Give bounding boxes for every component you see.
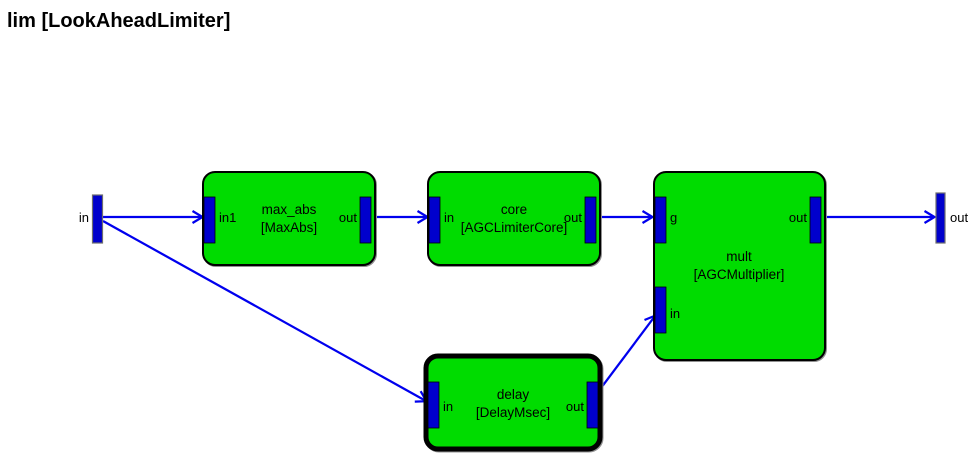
block-max-abs[interactable]: in1 out max_abs [MaxAbs] bbox=[202, 171, 376, 266]
wire-input-to-delay[interactable] bbox=[102, 220, 429, 403]
delay-name: delay bbox=[497, 387, 530, 402]
input-terminal-label: in bbox=[79, 210, 89, 225]
max-abs-type: [MaxAbs] bbox=[261, 220, 317, 235]
input-terminal[interactable]: in bbox=[79, 194, 104, 244]
mult-port-g-label: g bbox=[670, 210, 677, 225]
delay-port-in[interactable] bbox=[427, 381, 440, 429]
input-terminal-bar[interactable] bbox=[91, 194, 104, 244]
core-port-out-label: out bbox=[564, 210, 582, 225]
block-mult[interactable]: g in out mult [AGCMultiplier] bbox=[653, 171, 826, 361]
output-terminal-label: out bbox=[950, 210, 968, 225]
core-port-in[interactable] bbox=[428, 196, 441, 244]
mult-port-in-label: in bbox=[670, 306, 680, 321]
diagram-title: lim [LookAheadLimiter] bbox=[7, 10, 230, 32]
max-abs-port-in1-label: in1 bbox=[219, 210, 236, 225]
block-delay[interactable]: in out delay [DelayMsec] bbox=[423, 353, 603, 452]
core-name: core bbox=[501, 202, 527, 217]
mult-port-out[interactable] bbox=[809, 196, 822, 244]
output-terminal-bar[interactable] bbox=[935, 192, 946, 244]
delay-port-in-label: in bbox=[443, 399, 453, 414]
wires bbox=[102, 210, 937, 403]
max-abs-port-out-label: out bbox=[339, 210, 357, 225]
mult-port-g[interactable] bbox=[654, 196, 667, 244]
block-core-body[interactable] bbox=[427, 171, 601, 266]
wire-delay-to-mult-in[interactable] bbox=[597, 313, 657, 393]
delay-type: [DelayMsec] bbox=[476, 405, 550, 420]
delay-port-out-label: out bbox=[566, 399, 584, 414]
max-abs-port-in1[interactable] bbox=[203, 196, 216, 244]
block-mult-body[interactable] bbox=[653, 171, 826, 361]
max-abs-port-out[interactable] bbox=[359, 196, 372, 244]
mult-name: mult bbox=[726, 249, 752, 264]
core-type: [AGCLimiterCore] bbox=[461, 220, 568, 235]
block-core[interactable]: in out core [AGCLimiterCore] bbox=[427, 171, 601, 266]
block-delay-body[interactable] bbox=[423, 353, 603, 452]
max-abs-name: max_abs bbox=[262, 202, 317, 217]
mult-type: [AGCMultiplier] bbox=[694, 267, 785, 282]
core-port-in-label: in bbox=[444, 210, 454, 225]
block-max-abs-body[interactable] bbox=[202, 171, 376, 266]
core-port-out[interactable] bbox=[584, 196, 597, 244]
delay-port-out[interactable] bbox=[586, 381, 599, 429]
mult-port-in[interactable] bbox=[654, 286, 667, 334]
mult-port-out-label: out bbox=[789, 210, 807, 225]
output-terminal[interactable]: out bbox=[935, 192, 968, 244]
